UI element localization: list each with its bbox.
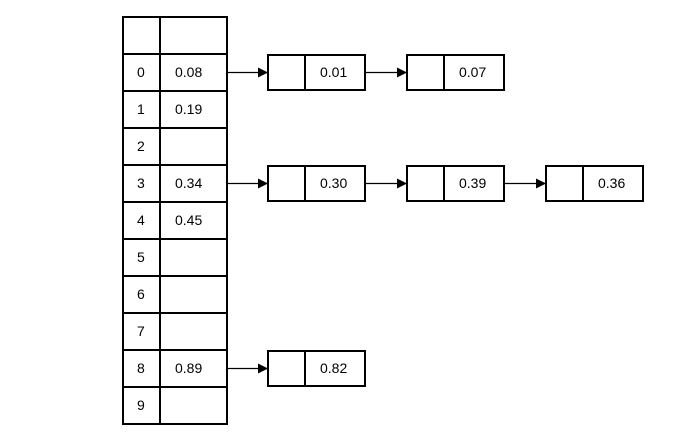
list-node: 0.82 xyxy=(267,350,366,387)
table-header-row xyxy=(122,16,228,55)
bucket-index: 2 xyxy=(137,138,145,154)
bucket-value: 0.45 xyxy=(175,212,202,228)
bucket-value: 0.19 xyxy=(175,101,202,117)
list-node: 0.30 xyxy=(267,165,366,202)
node-box xyxy=(406,165,505,202)
node-value: 0.07 xyxy=(459,64,486,80)
node-value: 0.82 xyxy=(320,360,347,376)
bucket-index: 0 xyxy=(137,64,145,80)
bucket-index: 4 xyxy=(137,212,145,228)
bucket-row: 7 xyxy=(123,312,227,339)
bucket-index: 1 xyxy=(137,101,145,117)
node-box xyxy=(267,165,366,202)
bucket-index: 7 xyxy=(137,323,145,339)
node-box xyxy=(545,165,644,202)
bucket-row: 5 xyxy=(123,238,227,265)
list-node: 0.36 xyxy=(545,165,644,202)
list-node: 0.01 xyxy=(267,54,366,91)
bucket-row: 6 xyxy=(123,275,227,302)
linked-list-chain: 0.82 xyxy=(227,350,366,387)
bucket-value: 0.08 xyxy=(175,64,202,80)
node-box xyxy=(406,54,505,91)
bucket-row: 9 xyxy=(123,386,227,413)
bucket-value: 0.89 xyxy=(175,360,202,376)
bucket-index: 8 xyxy=(137,360,145,376)
bucket-chains: 0.01 0.07 0.30 0.39 0.36 0.82 xyxy=(227,54,644,387)
bucket-value: 0.34 xyxy=(175,175,202,191)
bucket-index: 6 xyxy=(137,286,145,302)
bucket-index: 3 xyxy=(137,175,145,191)
linked-list-chain: 0.01 0.07 xyxy=(227,54,505,91)
list-node: 0.07 xyxy=(406,54,505,91)
node-value: 0.30 xyxy=(320,175,347,191)
linked-list-chain: 0.30 0.39 0.36 xyxy=(227,165,644,202)
list-node: 0.39 xyxy=(406,165,505,202)
node-box xyxy=(267,54,366,91)
bucket-row: 2 xyxy=(123,127,227,154)
bucket-index: 5 xyxy=(137,249,145,265)
node-value: 0.36 xyxy=(598,175,625,191)
node-box xyxy=(267,350,366,387)
bucket-index: 9 xyxy=(137,397,145,413)
node-value: 0.01 xyxy=(320,64,347,80)
node-value: 0.39 xyxy=(459,175,486,191)
